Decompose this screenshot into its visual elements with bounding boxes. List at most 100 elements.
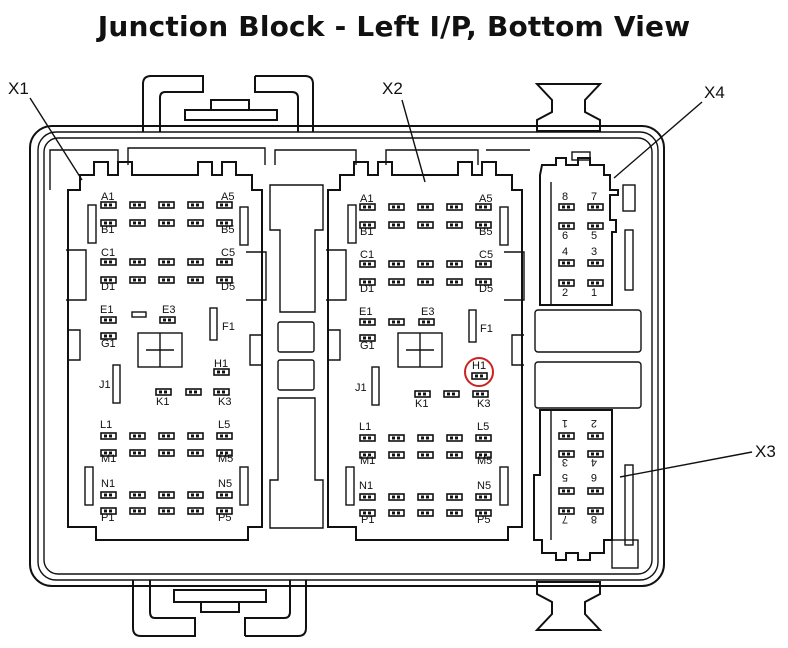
terminal-pad — [446, 221, 463, 229]
side-box-1 — [534, 309, 642, 353]
terminal-pad — [158, 219, 175, 227]
connector-x1 — [66, 161, 267, 541]
x1-pin-labels: A1 A5 B1 B5 C1 C5 D1 D5 E1 E3 F1 G1 H1 J… — [99, 191, 235, 524]
terminal-pad — [187, 507, 204, 515]
pin-label: J1 — [355, 382, 367, 394]
pin-label: E3 — [421, 306, 434, 318]
terminal-pad — [129, 507, 146, 515]
pin-label: C5 — [479, 249, 493, 261]
terminal-pad — [185, 388, 202, 396]
pin-label: 8 — [591, 513, 597, 525]
terminal-pad — [216, 432, 233, 440]
terminal-pad — [359, 318, 376, 326]
terminal-pad — [443, 390, 460, 398]
pin-label: A1 — [101, 191, 114, 203]
pin-label: 7 — [562, 513, 568, 525]
terminal-pad — [558, 507, 575, 515]
terminal-pad — [187, 258, 204, 266]
terminal-pad — [216, 449, 233, 457]
terminal-pad — [475, 434, 492, 442]
terminal-pad — [417, 260, 434, 268]
pin-label: 4 — [562, 246, 568, 258]
pin-label: 2 — [591, 417, 597, 429]
pin-label: K3 — [218, 396, 231, 408]
terminal-pad — [475, 203, 492, 211]
top-clip — [142, 75, 314, 132]
pin-label: L1 — [359, 421, 371, 433]
terminal-pad — [414, 390, 431, 398]
pin-label: 5 — [562, 471, 568, 483]
connector-x4 — [539, 151, 636, 306]
terminal-pad — [587, 450, 604, 458]
pin-label: G1 — [101, 338, 116, 350]
terminal-pad — [388, 260, 405, 268]
terminal-pad — [558, 259, 575, 267]
terminal-pad — [129, 258, 146, 266]
x2-leader — [401, 99, 426, 183]
terminal-pad — [216, 219, 233, 227]
terminal-pad — [100, 507, 117, 515]
terminal-pad — [475, 260, 492, 268]
terminal-pad — [100, 449, 117, 457]
terminal-pad — [417, 278, 434, 286]
terminal-pad — [475, 221, 492, 229]
terminal-pad — [418, 318, 435, 326]
connector-x3 — [533, 409, 639, 569]
terminal-pad — [158, 507, 175, 515]
terminal-pad — [388, 278, 405, 286]
terminal-pad — [471, 372, 488, 380]
terminal-pad — [446, 451, 463, 459]
terminal-pad — [129, 219, 146, 227]
terminal-pad — [388, 509, 405, 517]
terminal-pad — [359, 434, 376, 442]
x3-pin-labels: 1 2 3 4 5 6 7 8 — [562, 417, 597, 525]
terminal-pad — [587, 507, 604, 515]
terminal-pad — [155, 388, 172, 396]
terminal-pad — [587, 259, 604, 267]
terminal-pad — [100, 332, 117, 340]
diagram-title: Junction Block - Left I/P, Bottom View — [97, 10, 691, 43]
pin-label: B1 — [360, 226, 373, 238]
terminal-pad — [158, 432, 175, 440]
terminal-pad — [129, 449, 146, 457]
terminal-pad — [187, 432, 204, 440]
terminal-pad — [388, 221, 405, 229]
pin-label: A5 — [221, 191, 234, 203]
pin-label: A1 — [360, 193, 373, 205]
x3-label: X3 — [755, 442, 776, 461]
x2-terminals — [359, 203, 492, 517]
terminal-pad — [359, 260, 376, 268]
terminal-pad — [129, 491, 146, 499]
terminal-pad — [446, 434, 463, 442]
top-knob — [534, 83, 603, 132]
side-box-2 — [534, 361, 642, 409]
terminal-pad — [446, 260, 463, 268]
x1-leader — [29, 97, 83, 181]
terminal-pad — [359, 451, 376, 459]
terminal-pad — [475, 278, 492, 286]
terminal-pad — [129, 201, 146, 209]
terminal-pad — [187, 491, 204, 499]
pin-label: F1 — [222, 321, 235, 333]
pin-label: B1 — [101, 224, 114, 236]
terminal-pad — [359, 278, 376, 286]
pin-label: K1 — [156, 396, 169, 408]
bottom-clip — [132, 580, 307, 637]
pin-label: 5 — [591, 230, 597, 242]
pin-label: F1 — [480, 323, 493, 335]
pin-label: H1 — [472, 360, 486, 372]
terminal-pad — [558, 450, 575, 458]
x2-label: X2 — [382, 79, 403, 98]
terminal-pad — [216, 507, 233, 515]
terminal-pad — [359, 221, 376, 229]
pin-label: B5 — [479, 226, 492, 238]
pin-label: E1 — [359, 306, 372, 318]
terminal-pad — [587, 487, 604, 495]
terminal-pad — [359, 509, 376, 517]
pin-label: 1 — [591, 287, 597, 299]
pin-label: M5 — [218, 453, 233, 465]
terminal-pad — [187, 219, 204, 227]
highlight-circle-h1 — [464, 357, 494, 387]
terminal-pad — [558, 279, 575, 287]
pin-label: L1 — [100, 419, 112, 431]
